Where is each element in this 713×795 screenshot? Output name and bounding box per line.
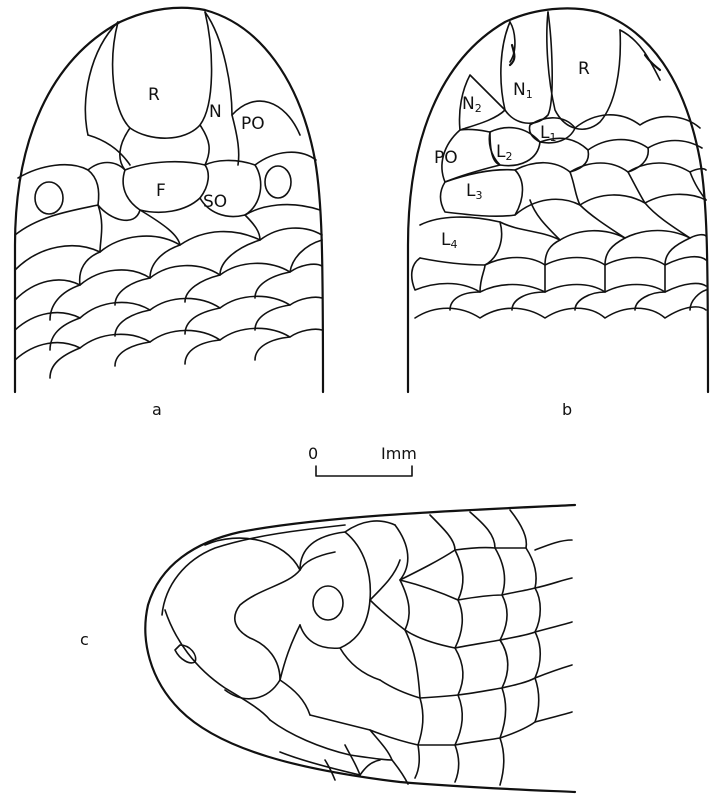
panel-b-label-nasal2: N2 <box>462 94 482 115</box>
panel-c-nasal-loop <box>205 538 300 699</box>
panel-a-label-preocular: PO <box>241 114 265 134</box>
panel-a-label-frontal: F <box>156 181 166 201</box>
panel-b-label-preocular: PO <box>434 148 458 168</box>
panel-a-label-supraocular: SO <box>203 192 227 212</box>
panel-b-label-nasal1: N1 <box>513 80 533 101</box>
panel-a-label-rostral: R <box>148 85 160 105</box>
panel-a-left-eye <box>35 182 63 214</box>
panel-b-labial4-scale <box>420 217 502 265</box>
panel-b-ventral-view: R N1 N2 L1 L2 PO L3 L4 b <box>408 8 708 419</box>
panel-a-letter: a <box>152 400 162 419</box>
panel-c-rostral-region <box>165 610 270 720</box>
scale-bar-line <box>316 466 412 476</box>
panel-b-head-outline <box>408 8 708 392</box>
panel-c-letter: c <box>80 630 89 649</box>
panel-a-dorsal-view: R N PO F SO a <box>15 8 323 419</box>
scale-bar: 0 Imm <box>308 444 417 476</box>
panel-b-label-labial2: L2 <box>496 142 512 163</box>
panel-b-nasal1-scale <box>501 12 552 123</box>
panel-b-label-rostral: R <box>578 59 590 79</box>
panel-a-right-eye <box>265 166 291 198</box>
panel-c-eye <box>313 586 343 620</box>
panel-c-lateral-view: c <box>80 505 575 792</box>
panel-b-letter: b <box>562 400 572 419</box>
panel-b-label-labial4: L4 <box>441 230 457 251</box>
panel-b-label-labial3: L3 <box>466 181 482 202</box>
panel-a-head-outline <box>15 8 323 392</box>
scale-bar-end-label: Imm <box>381 444 417 463</box>
panel-a-rostral-scale <box>113 12 212 138</box>
scale-bar-start-label: 0 <box>308 444 318 463</box>
panel-a-label-nasal: N <box>209 102 222 122</box>
panel-b-label-labial1: L1 <box>540 123 556 144</box>
